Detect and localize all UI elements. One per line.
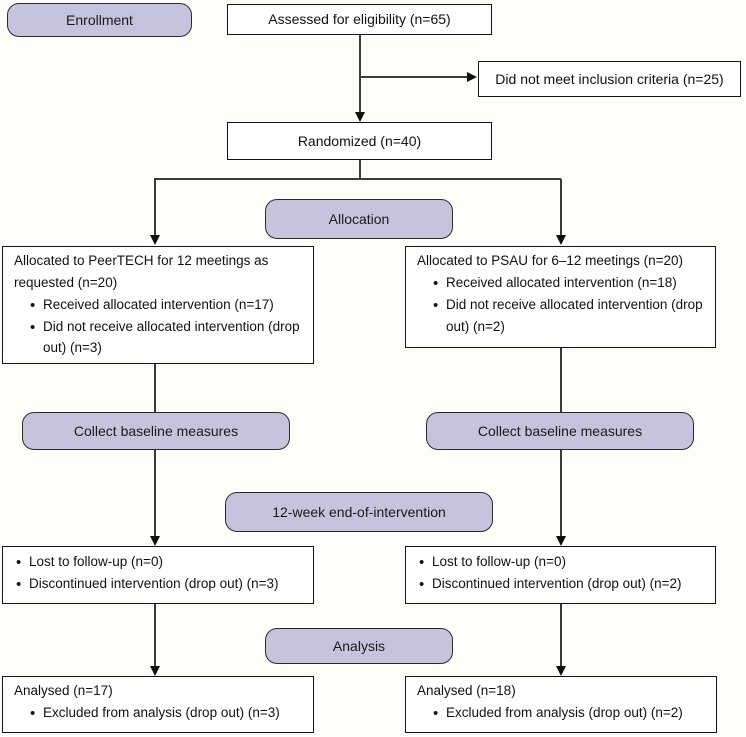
line-split-right-down — [560, 179, 562, 237]
bullet-item: Excluded from analysis (drop out) (n=2) — [433, 702, 716, 726]
followup-left-bullets: Lost to follow-up (n=0) Discontinued int… — [3, 547, 313, 597]
analysed-left-bullets: Excluded from analysis (drop out) (n=3) — [3, 702, 313, 726]
baseline-measures-right-label: Collect baseline measures — [426, 412, 694, 450]
randomized-box: Randomized (n=40) — [227, 122, 492, 160]
followup-left-box: Lost to follow-up (n=0) Discontinued int… — [2, 546, 314, 604]
arrow-to-analysed-right-icon — [556, 666, 566, 676]
arrow-to-alloc-right-icon — [556, 235, 566, 245]
bullet-item: Excluded from analysis (drop out) (n=3) — [30, 702, 313, 726]
arrow-to-excluded-icon — [467, 72, 477, 82]
analysed-right-box: Analysed (n=18) Excluded from analysis (… — [405, 676, 717, 733]
arrow-to-analysed-left-icon — [150, 666, 160, 676]
bullet-item: Did not receive allocated intervention (… — [30, 316, 313, 360]
line-followup-right-to-analysed — [560, 604, 562, 668]
line-branch-excluded — [360, 76, 468, 78]
line-split-horizontal — [154, 178, 561, 180]
analysed-left-box: Analysed (n=17) Excluded from analysis (… — [2, 676, 314, 733]
assessed-eligibility-box: Assessed for eligibility (n=65) — [227, 4, 492, 35]
analysed-left-intro: Analysed (n=17) — [14, 683, 113, 698]
allocated-peertech-bullets: Received allocated intervention (n=17) D… — [3, 294, 313, 360]
allocated-psau-box: Allocated to PSAU for 6–12 meetings (n=2… — [405, 246, 716, 348]
bullet-item: Discontinued intervention (drop out) (n=… — [419, 573, 715, 597]
line-alloc-left-to-followup — [154, 364, 156, 538]
bullet-item: Received allocated intervention (n=17) — [30, 294, 313, 318]
bullet-item: Lost to follow-up (n=0) — [419, 551, 715, 575]
bullet-item: Lost to follow-up (n=0) — [16, 551, 313, 575]
intervention-stage-label: 12-week end-of-intervention — [225, 492, 493, 532]
followup-right-bullets: Lost to follow-up (n=0) Discontinued int… — [406, 547, 715, 597]
arrow-to-randomized-icon — [355, 112, 365, 122]
allocated-psau-intro: Allocated to PSAU for 6–12 meetings (n=2… — [417, 253, 684, 268]
baseline-measures-left-label: Collect baseline measures — [22, 412, 290, 450]
arrow-to-alloc-left-icon — [150, 235, 160, 245]
line-split-left-down — [154, 179, 156, 237]
bullet-item: Received allocated intervention (n=18) — [433, 272, 715, 296]
excluded-box: Did not meet inclusion criteria (n=25) — [478, 61, 741, 97]
arrow-to-followup-right-icon — [556, 536, 566, 546]
bullet-item: Did not receive allocated intervention (… — [433, 294, 715, 338]
arrow-to-followup-left-icon — [150, 536, 160, 546]
allocated-psau-bullets: Received allocated intervention (n=18) D… — [406, 272, 715, 338]
enrollment-stage-label: Enrollment — [7, 3, 192, 37]
allocation-stage-label: Allocation — [265, 199, 453, 239]
line-randomized-stub — [359, 160, 361, 179]
allocated-peertech-box: Allocated to PeerTECH for 12 meetings as… — [2, 246, 314, 364]
allocated-peertech-intro: Allocated to PeerTECH for 12 meetings as… — [14, 253, 269, 290]
bullet-item: Discontinued intervention (drop out) (n=… — [16, 573, 313, 597]
analysed-right-bullets: Excluded from analysis (drop out) (n=2) — [406, 702, 716, 726]
line-followup-left-to-analysed — [154, 604, 156, 668]
analysis-stage-label: Analysis — [265, 628, 453, 664]
analysed-right-intro: Analysed (n=18) — [417, 683, 516, 698]
followup-right-box: Lost to follow-up (n=0) Discontinued int… — [405, 546, 716, 604]
line-assessed-down — [359, 34, 361, 114]
